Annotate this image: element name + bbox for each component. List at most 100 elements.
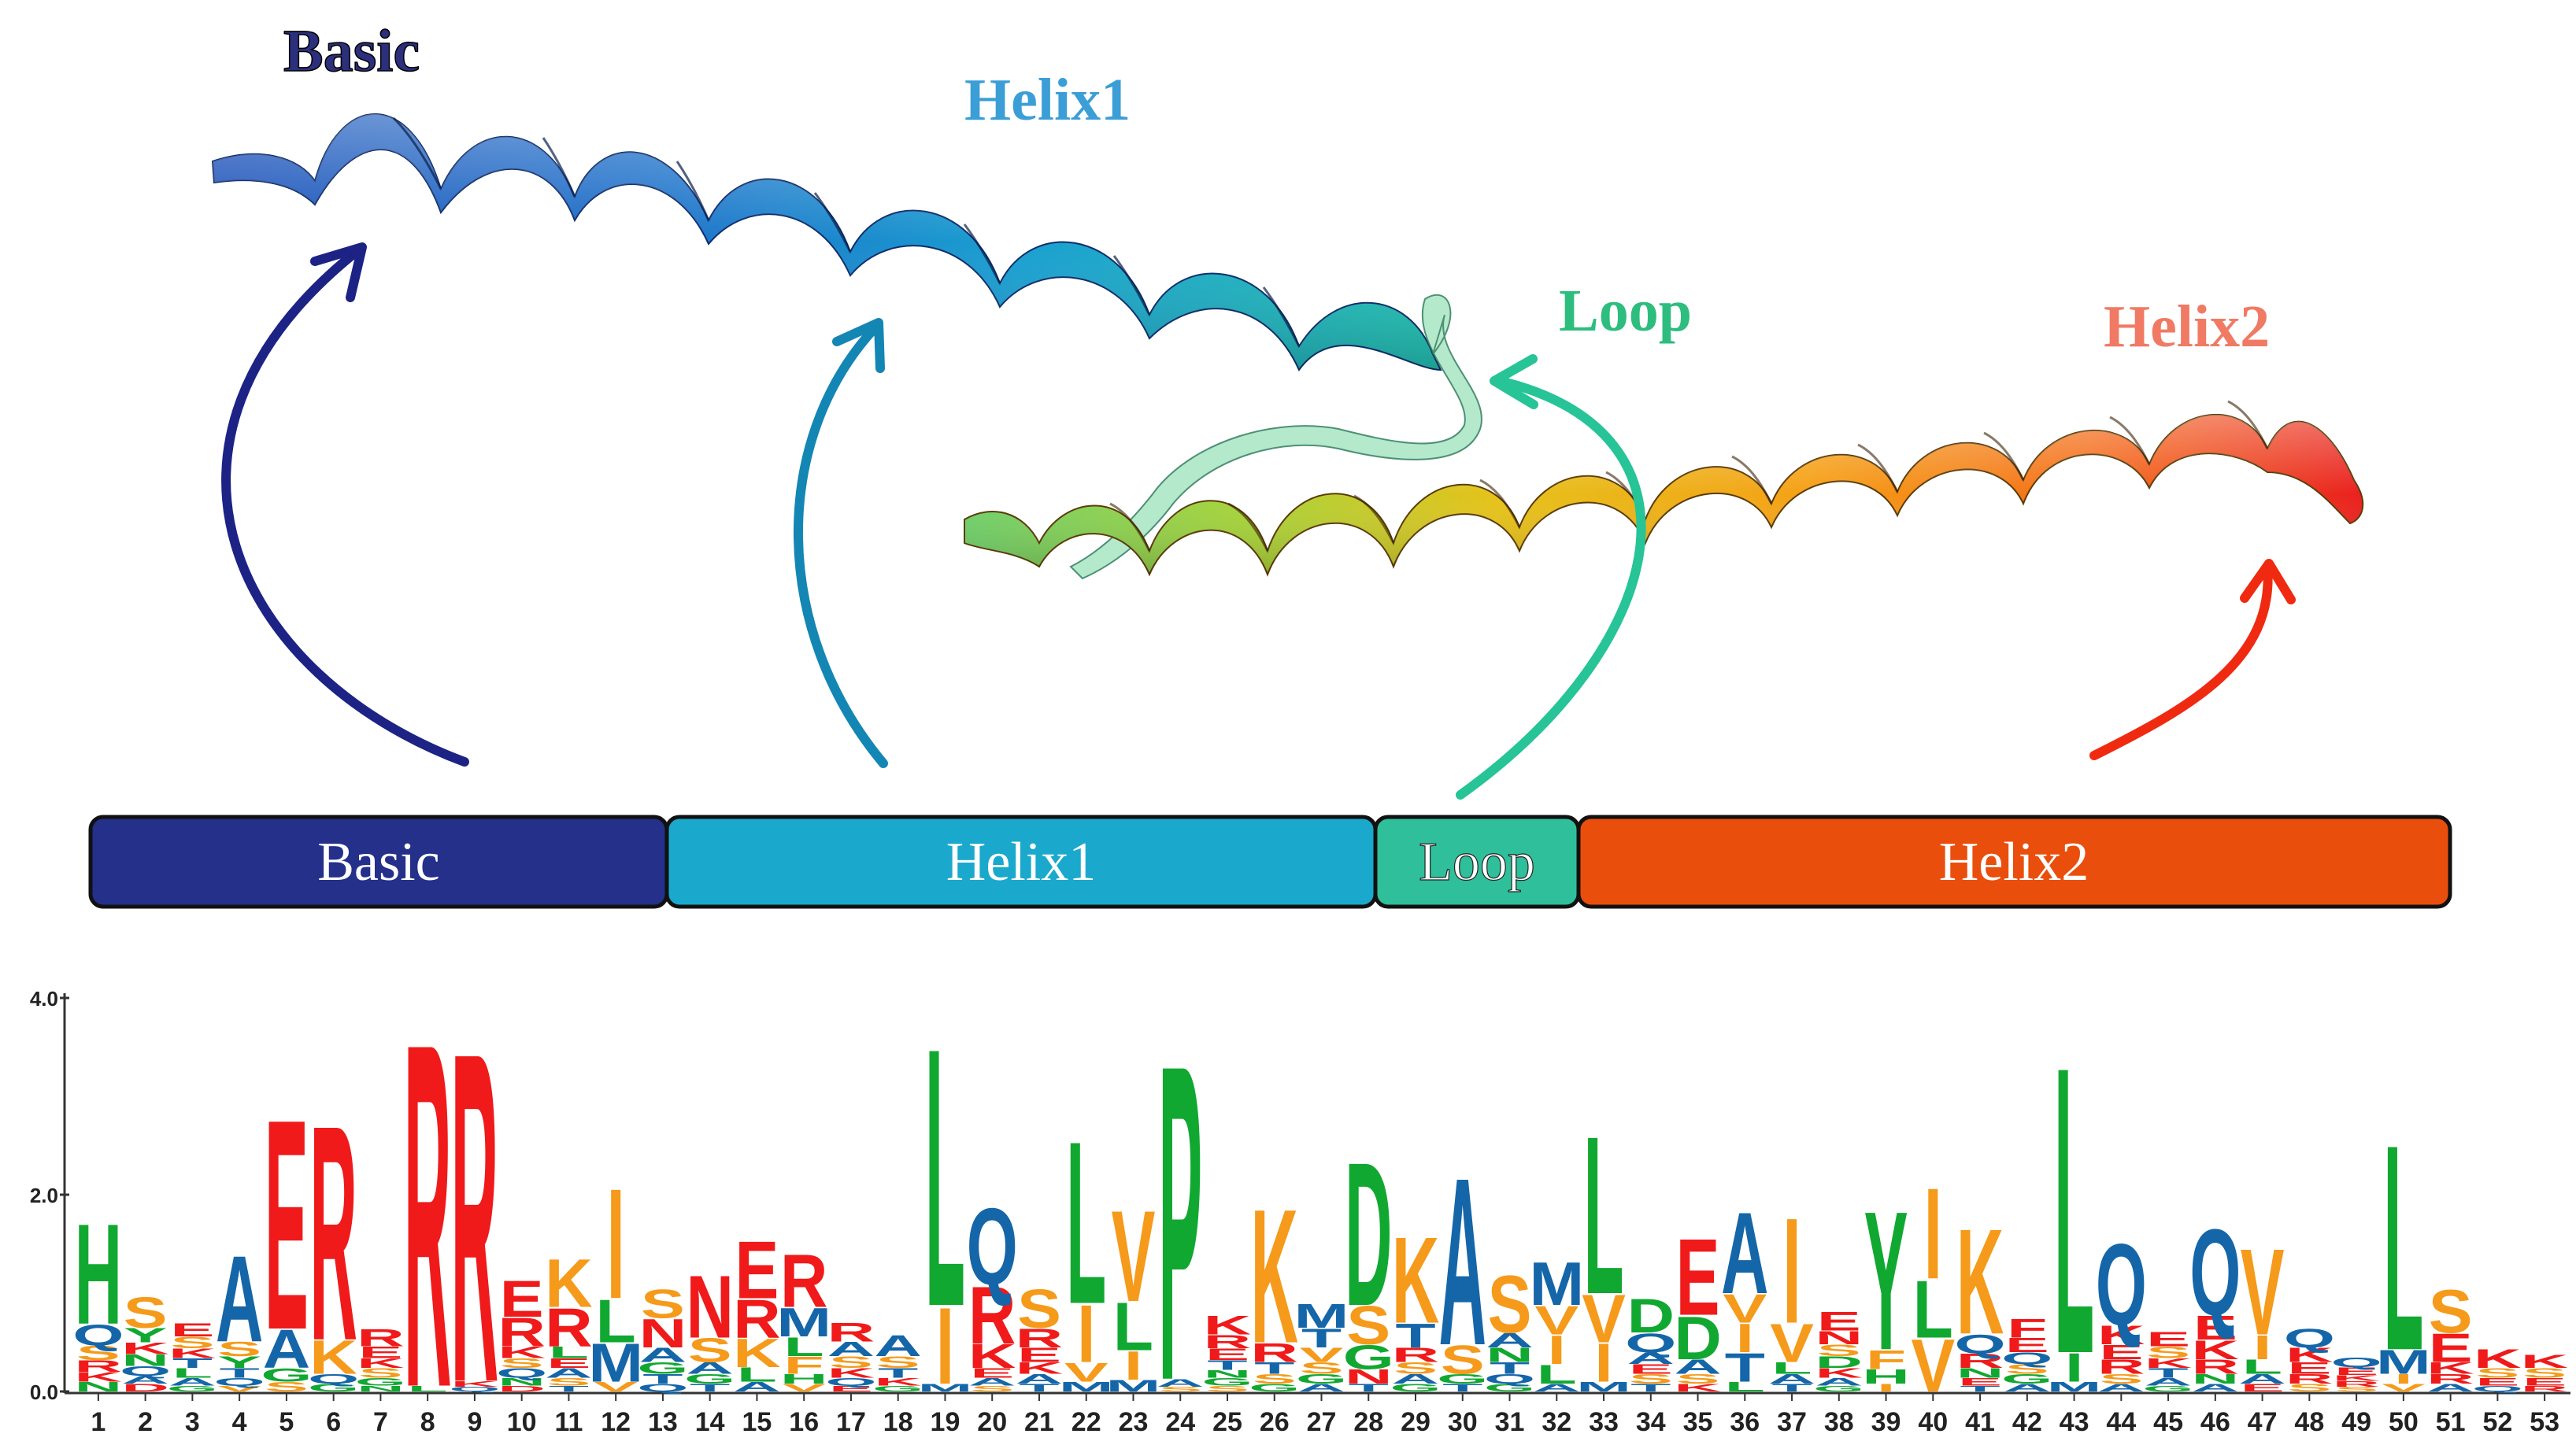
logo-letter: S (1441, 1336, 1485, 1382)
logo-letter: M (1576, 1379, 1631, 1395)
x-tick-label: 29 (1401, 1407, 1430, 1437)
logo-letter: G (872, 1384, 923, 1394)
logo-letter: E (2522, 1376, 2567, 1388)
logo-letter: A (2097, 1381, 2145, 1394)
logo-letter: T (1207, 1358, 1247, 1373)
x-tick-label: 49 (2341, 1407, 2371, 1437)
logo-letter: S (76, 1342, 120, 1365)
y-ticks: 0.02.04.0 (30, 987, 69, 1404)
logo-letter: E (547, 1355, 591, 1371)
arrowhead-loop (1490, 354, 1538, 409)
logo-letter: K (121, 1340, 168, 1358)
x-tick-label: 40 (1918, 1407, 1948, 1437)
logo-letter: Q (1484, 1371, 1535, 1387)
logo-letter: N (1956, 1365, 2004, 1381)
logo-letter: K (1251, 1169, 1298, 1384)
logo-letter: V (1770, 1313, 1814, 1374)
logo-letter: M (2376, 1343, 2431, 1381)
logo-letter: E (1629, 1362, 1673, 1377)
logo-letter: K (2145, 1355, 2193, 1371)
logo-letter: S (641, 1280, 685, 1326)
x-tick-label: 20 (977, 1407, 1007, 1437)
domain-label-helix2: Helix2 (1939, 832, 2089, 892)
logo-letter: H (75, 1195, 122, 1355)
x-tick-label: 7 (373, 1407, 388, 1437)
logo-letter: G (1390, 1381, 1441, 1394)
logo-letter: F (1866, 1344, 1906, 1375)
mapping-arrows (221, 242, 2296, 800)
logo-letter: M (918, 1381, 973, 1394)
domain-helix2 (1576, 815, 2452, 909)
logo-letter: K (75, 1369, 123, 1385)
helix1-ribbon (211, 113, 1442, 372)
logo-letter: L (1583, 1089, 1623, 1341)
logo-letter: K (2097, 1320, 2145, 1351)
logo-letter: A (545, 1365, 592, 1381)
logo-letter: Q (214, 1376, 265, 1388)
x-tick-label: 53 (2530, 1407, 2559, 1437)
logo-letter: K (733, 1330, 780, 1376)
logo-letter: R (1204, 1331, 1251, 1352)
logo-letter: S (124, 1288, 168, 1337)
logo-letter: V (2241, 1224, 2285, 1362)
logo-letter: R (545, 1297, 592, 1358)
x-tick-label: 30 (1448, 1407, 1478, 1437)
logo-letter: H (780, 1371, 827, 1387)
logo-letter: G (1249, 1381, 1300, 1394)
logo-letter: L (1913, 1264, 1953, 1356)
logo-letter: A (263, 1319, 310, 1380)
logo-letter: I (1124, 1343, 1142, 1388)
logo-letter: R (2521, 1384, 2568, 1394)
helix2-ribbon (964, 400, 2364, 577)
x-tick-label: 9 (467, 1407, 482, 1437)
x-tick-label: 5 (279, 1407, 294, 1437)
x-tick-label: 31 (1495, 1407, 1525, 1437)
logo-letter: A (1815, 1376, 1863, 1388)
logo-letter: G (2143, 1384, 2194, 1394)
logo-letter: Q (967, 1186, 1018, 1308)
logo-letter: A (2192, 1381, 2239, 1394)
logo-letter: N (1204, 1368, 1251, 1380)
logo-letter: R (780, 1240, 827, 1323)
logo-letter: A (1392, 1371, 1439, 1387)
x-tick-label: 12 (601, 1407, 631, 1437)
logo-letter: V (1112, 1184, 1156, 1329)
logo-letter: E (1017, 1343, 1061, 1366)
logo-letter: M (1059, 1379, 1114, 1395)
logo-letter: V (2382, 1381, 2426, 1394)
logo-letter: K (2474, 1343, 2521, 1374)
logo-letter: K (1204, 1310, 1251, 1340)
logo-letter: R (733, 1288, 780, 1350)
logo-letter: V (1723, 1285, 1767, 1331)
logo-letter: N (357, 1384, 404, 1394)
logo-letter: S (2146, 1343, 2190, 1362)
x-tick-label: 51 (2436, 1407, 2466, 1437)
logo-letter: Y (1864, 1170, 1908, 1391)
logo-letter: E (1205, 1345, 1249, 1363)
x-tick-label: 4 (232, 1407, 247, 1437)
logo-letter: S (970, 1384, 1014, 1394)
logo-letter: D (121, 1381, 168, 1394)
logo-letter: K (2192, 1334, 2239, 1365)
logo-letter: E (2334, 1365, 2378, 1377)
logo-letter: L (1113, 1289, 1153, 1365)
x-tick-label: 14 (695, 1407, 725, 1437)
x-tick-label: 21 (1024, 1407, 1054, 1437)
logo-letter: R (2192, 1355, 2239, 1378)
logo-letter: L (1066, 1093, 1106, 1352)
y-tick-label: 4.0 (30, 987, 58, 1011)
logo-letter: V (594, 1379, 638, 1395)
logo-letter: E (2005, 1334, 2049, 1357)
logo-letter: T (642, 1371, 683, 1387)
logo-column: SAP (1157, 970, 1204, 1456)
logo-letter: S (265, 1379, 309, 1395)
